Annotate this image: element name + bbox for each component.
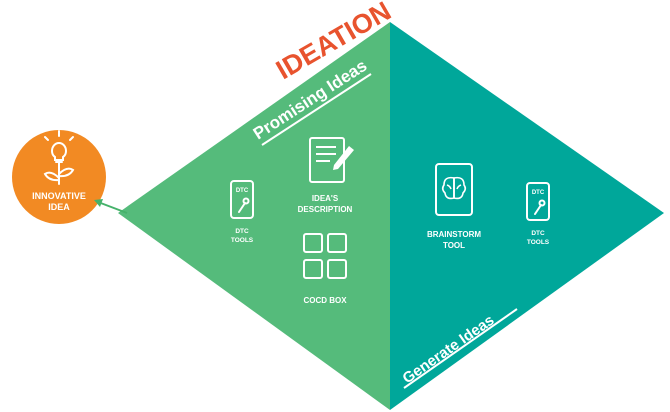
brainstorm-tool: BRAINSTORM TOOL <box>427 163 481 250</box>
left-dtc-label-1: DTC <box>235 228 249 235</box>
grid-icon <box>303 233 347 279</box>
right-dtc-label-2: TOOLS <box>527 239 550 246</box>
idea-description-line1: IDEA'S <box>312 194 339 203</box>
tablet-icon <box>435 163 473 216</box>
right-dtc-tools: DTC DTC TOOLS <box>526 182 550 246</box>
dtc-phone-icon-right <box>526 182 550 221</box>
brainstorm-line2: TOOL <box>443 241 465 250</box>
generate-ideas-underline <box>403 308 518 389</box>
right-dtc-label-1: DTC <box>531 230 545 237</box>
promising-ideas-underline <box>261 73 372 146</box>
promising-ideas-panel <box>118 22 390 410</box>
pencil-icon <box>333 146 354 170</box>
innovative-idea-line1: INNOVATIVE <box>32 191 86 201</box>
innovative-idea-line2: IDEA <box>48 202 70 212</box>
wrench-icon-right <box>534 199 546 215</box>
innovative-idea-node: INNOVATIVE IDEA <box>12 130 106 224</box>
left-dtc-tools: DTC DTC TOOLS <box>230 180 254 244</box>
brainstorm-line1: BRAINSTORM <box>427 230 481 239</box>
cocd-box-tool: COCD BOX <box>303 233 347 305</box>
document-lines <box>316 146 336 162</box>
brain-icon <box>441 176 467 200</box>
dtc-badge-text-right: DTC <box>532 190 545 196</box>
lightbulb-plant-icon <box>43 130 75 185</box>
wrench-icon <box>238 197 250 213</box>
idea-description-tool: IDEA'S DESCRIPTION <box>298 137 354 214</box>
outcome-arrow <box>94 199 128 214</box>
dtc-badge-text: DTC <box>236 188 249 194</box>
idea-description-line2: DESCRIPTION <box>298 205 353 214</box>
left-dtc-label-2: TOOLS <box>231 237 254 244</box>
dtc-phone-icon <box>230 180 254 219</box>
cocd-box-label: COCD BOX <box>303 296 347 305</box>
